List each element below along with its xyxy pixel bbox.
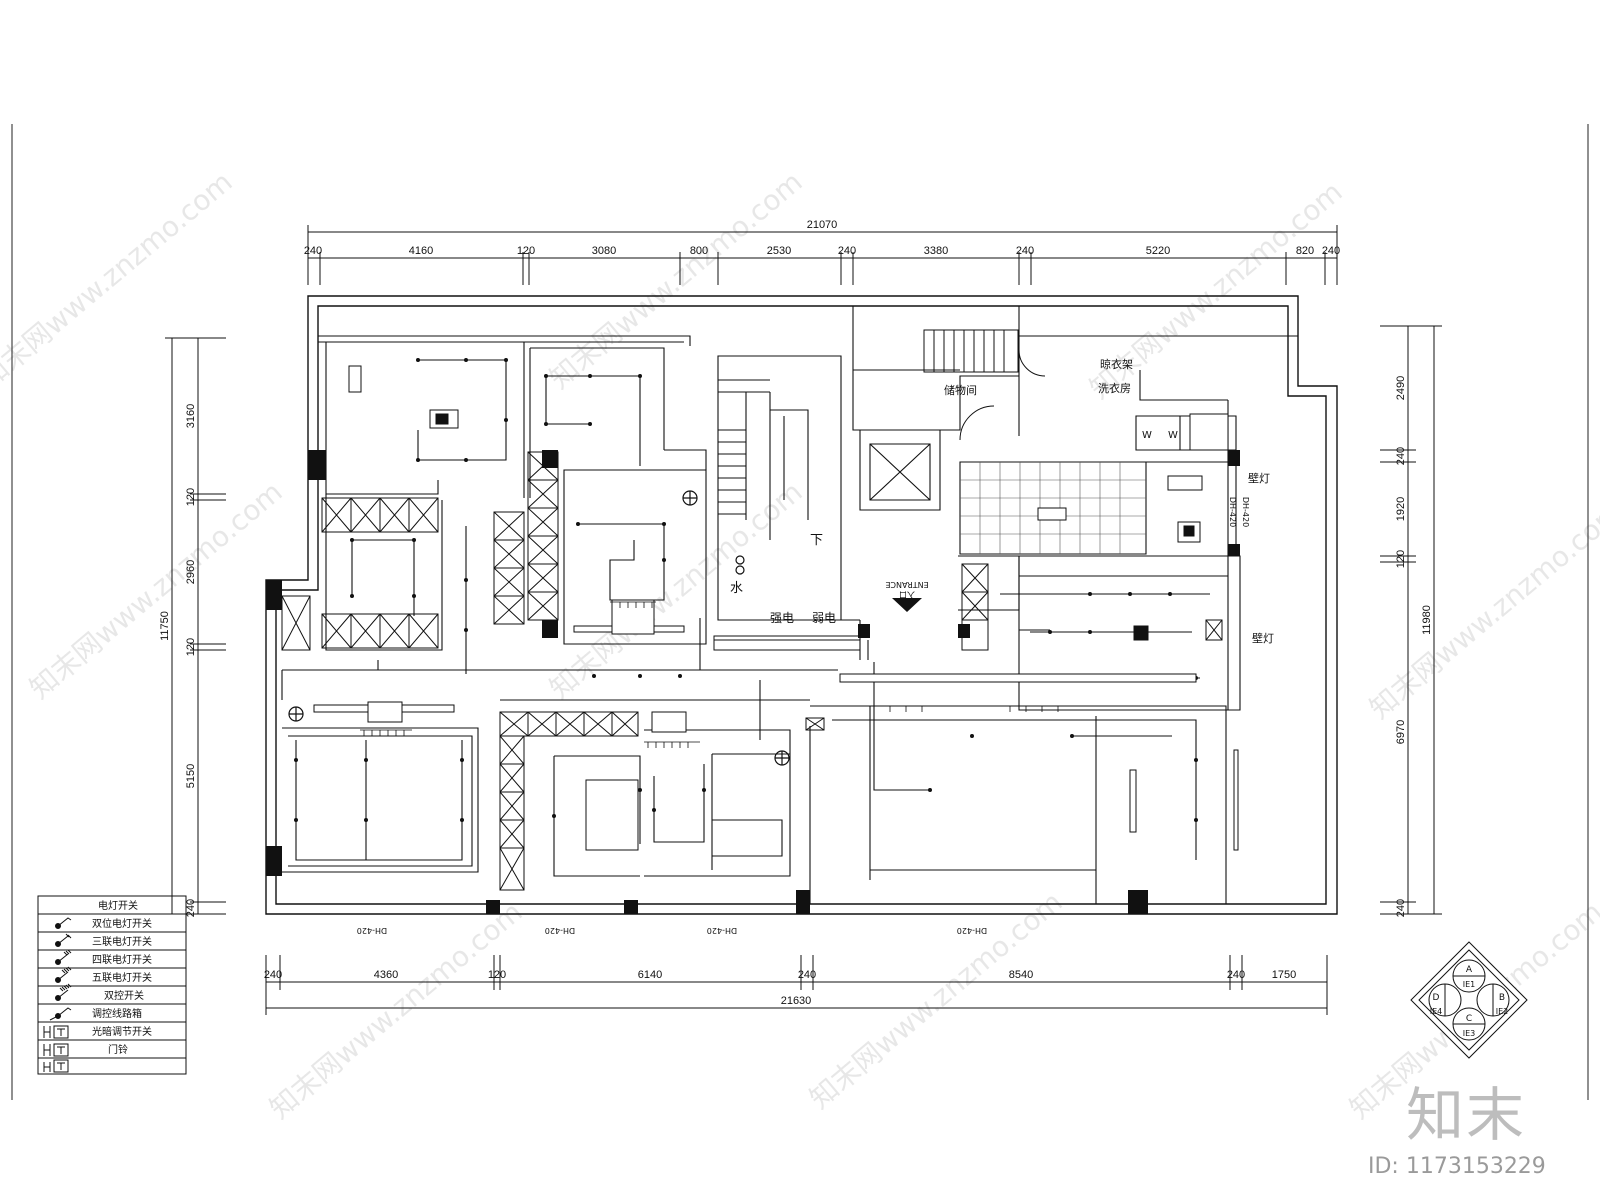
dim-bottom-seg: 6140 xyxy=(638,969,662,981)
dim-bottom-seg: 1750 xyxy=(1272,969,1296,981)
legend-label: 光暗调节开关 xyxy=(92,1025,152,1038)
legend-label: 双控开关 xyxy=(104,989,144,1002)
downlight-arrays xyxy=(360,601,1070,748)
index-d-sub: IE4 xyxy=(1430,1007,1443,1016)
light-strips xyxy=(313,625,1239,851)
legend-label: 三联电灯开关 xyxy=(92,935,152,948)
dim-left-seg: 5150 xyxy=(185,764,197,788)
left-dimension-chain xyxy=(165,337,226,915)
cabinet-blocks xyxy=(281,451,1223,891)
index-c-sub: IE3 xyxy=(1463,1029,1476,1038)
interior-walls xyxy=(282,306,1298,904)
legend-label: 四联电灯开关 xyxy=(92,953,152,966)
brand-watermark: 知末 xyxy=(1406,1081,1527,1149)
dim-right-total: 11980 xyxy=(1421,605,1433,635)
legend-table xyxy=(37,895,187,1075)
right-dimension-chain xyxy=(1380,325,1442,915)
top-dimension-chain xyxy=(307,225,1338,285)
entrance-label: ENTRANCE xyxy=(885,580,928,589)
outer-walls xyxy=(265,295,1338,915)
dim-top-seg: 3080 xyxy=(592,245,616,257)
entrance-label-cn: 入口 xyxy=(899,590,915,599)
entrance-arrow-icon xyxy=(892,598,922,612)
legend-label: 电灯开关 xyxy=(98,899,138,912)
dim-bottom-seg: 240 xyxy=(1227,969,1245,981)
bottom-dimension-chain xyxy=(265,955,1328,1015)
watermark-text: 知末网www.znzmo.com xyxy=(23,475,288,705)
index-c: C xyxy=(1466,1014,1472,1024)
dim-top-seg: 240 xyxy=(1016,245,1034,257)
window-tag: DH-420 xyxy=(707,926,737,935)
index-b-sub: IE2 xyxy=(1496,1007,1509,1016)
legend-label: 双位电灯开关 xyxy=(92,917,152,930)
watermark-text: 知末网www.znzmo.com xyxy=(1363,495,1600,725)
stove-icon xyxy=(348,365,362,393)
window-tag: DH-420 xyxy=(357,926,387,935)
index-a-sub: IE1 xyxy=(1463,980,1476,989)
washer-label: W xyxy=(1142,430,1152,441)
dim-right-seg: 6970 xyxy=(1395,720,1407,744)
elevation-index-symbol xyxy=(1410,941,1528,1059)
weak-power-label: 弱电 xyxy=(812,611,836,625)
legend-label: 门铃 xyxy=(108,1043,128,1056)
dim-right-seg: 240 xyxy=(1395,899,1407,917)
window-tag: DH-420 xyxy=(545,926,575,935)
dim-left-seg: 120 xyxy=(185,638,197,656)
dim-top-seg: 5220 xyxy=(1146,245,1170,257)
dim-top-seg: 240 xyxy=(304,245,322,257)
dim-top-seg: 800 xyxy=(690,245,708,257)
room-label-storage: 储物间 xyxy=(944,383,977,397)
wall-lamp-label: 壁灯 xyxy=(1252,631,1274,645)
watermark-text: 知末网www.znzmo.com xyxy=(0,165,239,395)
window-tag: DH-420 xyxy=(1241,497,1250,527)
dim-left-seg: 120 xyxy=(185,488,197,506)
watermark-text: 知末网www.znzmo.com xyxy=(803,885,1068,1115)
strong-power-label: 强电 xyxy=(770,611,794,625)
fixtures xyxy=(348,365,1229,851)
dim-top-total: 21070 xyxy=(807,219,838,231)
dim-bottom-seg: 4360 xyxy=(374,969,398,981)
dim-right-seg: 1920 xyxy=(1395,497,1407,521)
watermark-text: 知末网www.znzmo.com xyxy=(543,165,808,395)
dim-left-seg: 240 xyxy=(185,899,197,917)
stair-down-label: 下 xyxy=(810,533,823,548)
index-d: D xyxy=(1433,993,1440,1003)
window-tag: DH-420 xyxy=(1228,497,1237,527)
window-tag: DH-420 xyxy=(957,926,987,935)
room-label-laundry: 洗衣房 xyxy=(1098,381,1131,395)
index-a: A xyxy=(1466,965,1473,975)
washer-label: W xyxy=(1168,430,1178,441)
dim-left-seg: 2960 xyxy=(185,560,197,584)
watermark-text: 知末网www.znzmo.com xyxy=(543,475,808,705)
wall-lamp-label: 壁灯 xyxy=(1248,471,1270,485)
dim-right-seg: 240 xyxy=(1395,447,1407,465)
room-label-drying-rack: 晾衣架 xyxy=(1100,357,1133,371)
dim-left-total: 11750 xyxy=(159,611,171,641)
dim-bottom-seg: 120 xyxy=(488,969,506,981)
watermark-text: 知末网www.znzmo.com xyxy=(263,895,528,1125)
dim-top-seg: 120 xyxy=(517,245,535,257)
dim-bottom-total: 21630 xyxy=(781,995,812,1007)
index-b: B xyxy=(1499,993,1505,1003)
legend-label: 调控线路箱 xyxy=(92,1007,142,1020)
dim-bottom-seg: 240 xyxy=(798,969,816,981)
dim-bottom-seg: 8540 xyxy=(1009,969,1033,981)
storage-stair xyxy=(923,329,1046,441)
legend-label: 五联电灯开关 xyxy=(92,971,152,984)
dim-right-seg: 120 xyxy=(1395,550,1407,568)
dim-top-seg: 3380 xyxy=(924,245,948,257)
image-id: ID: 1173153229 xyxy=(1368,1154,1546,1179)
dim-left-seg: 3160 xyxy=(185,404,197,428)
circle-fixtures xyxy=(288,490,790,766)
dim-top-seg: 820 xyxy=(1296,245,1314,257)
dim-bottom-seg: 240 xyxy=(264,969,282,981)
dim-top-seg: 2530 xyxy=(767,245,791,257)
watermark-layer: 知末网www.znzmo.com 知末网www.znzmo.com 知末网www… xyxy=(0,165,1600,1125)
dim-right-seg: 2490 xyxy=(1395,376,1407,400)
dim-top-seg: 240 xyxy=(1322,245,1340,257)
dim-top-seg: 240 xyxy=(838,245,856,257)
water-label: 水 xyxy=(730,581,743,596)
dim-top-seg: 4160 xyxy=(409,245,433,257)
